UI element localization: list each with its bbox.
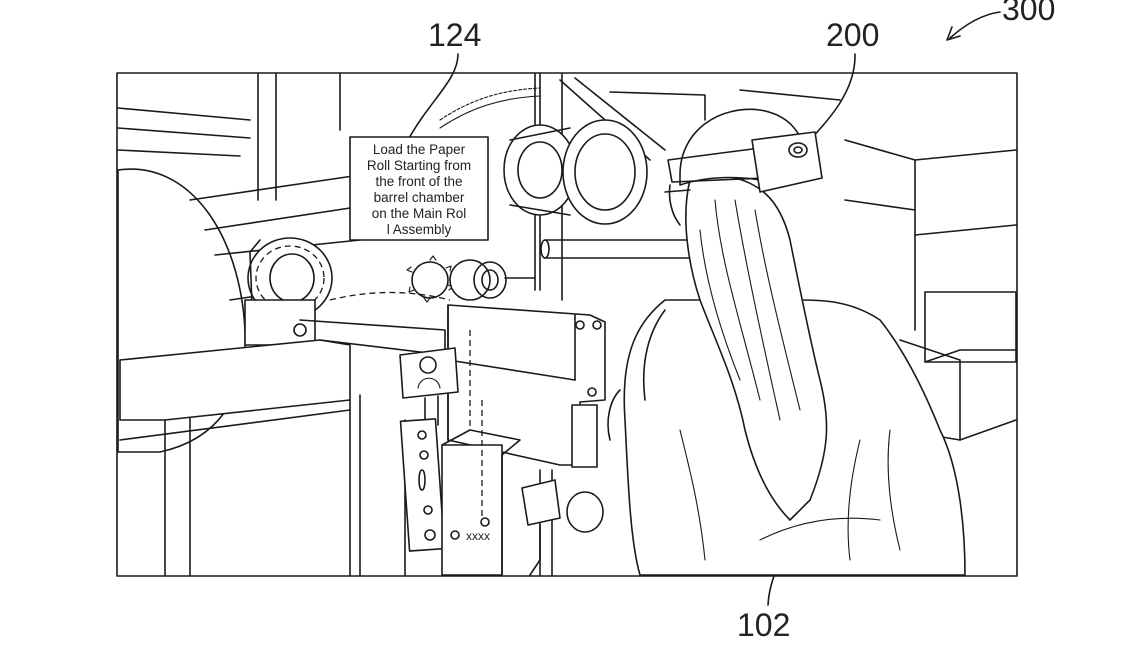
control-housing bbox=[447, 304, 606, 576]
panel-code-text: xxxx bbox=[466, 529, 490, 543]
ar-instruction-line-4: barrel chamber bbox=[374, 190, 465, 205]
user-figure bbox=[607, 108, 966, 576]
scene-frame bbox=[116, 72, 1018, 577]
ar-instruction-line-6: l Assembly bbox=[387, 222, 452, 237]
ar-instruction-box bbox=[349, 136, 489, 241]
button-box bbox=[521, 479, 604, 576]
ref-numeral-300: 300 bbox=[1002, 0, 1055, 27]
ref-numeral-124: 124 bbox=[428, 17, 481, 53]
ar-instruction-line-3: the front of the bbox=[375, 174, 462, 189]
lower-roller bbox=[244, 237, 333, 346]
paper-path-guide bbox=[329, 291, 451, 301]
ar-instruction-line-5: on the Main Rol bbox=[372, 206, 467, 221]
ref-300-arrowhead bbox=[946, 26, 961, 41]
ref-numeral-102: 102 bbox=[737, 607, 790, 643]
background-structure bbox=[117, 73, 1017, 441]
switch-panel: xxxx bbox=[399, 330, 521, 576]
ref-300-arrow-line bbox=[949, 11, 1001, 39]
ref-124-leader bbox=[407, 53, 459, 141]
machine-base bbox=[119, 319, 446, 576]
upper-roller bbox=[503, 119, 648, 225]
remote-expert-card bbox=[399, 347, 459, 426]
ref-numeral-200: 200 bbox=[826, 17, 879, 53]
drive-gear bbox=[406, 255, 536, 303]
ar-instruction-callout: Load the Paper Roll Starting from the fr… bbox=[349, 136, 489, 241]
ar-instruction-line-1: Load the Paper bbox=[373, 142, 466, 157]
ar-instruction-line-2: Roll Starting from bbox=[367, 158, 471, 173]
